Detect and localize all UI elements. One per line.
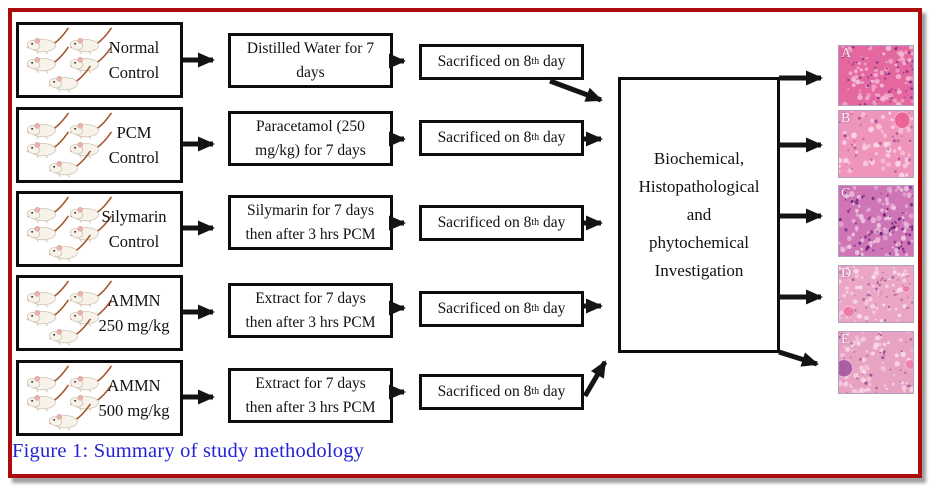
group-box-ammn-250: AMMN 250 mg/kg xyxy=(16,275,183,351)
histology-image-b: B xyxy=(838,110,914,178)
group-label-line: AMMN xyxy=(107,376,161,395)
treatment-text-line: Extract for 7 days xyxy=(255,374,366,392)
treatment-text-line: then after 3 hrs PCM xyxy=(245,398,376,416)
group-label-line: Normal xyxy=(108,38,160,57)
tissue-micrograph xyxy=(839,186,913,256)
investigation-line: Histopathological xyxy=(638,177,760,196)
treatment-box-5: Extract for 7 days then after 3 hrs PCM xyxy=(228,368,393,423)
group-label: PCM Control xyxy=(91,120,177,170)
group-label-line: 500 mg/kg xyxy=(98,401,170,420)
sacrificed-text: Sacrificed on 8 xyxy=(437,53,532,70)
figure-caption: Figure 1: Summary of study methodology xyxy=(12,440,365,462)
sacrificed-text: Sacrificed on 8 xyxy=(437,214,532,231)
investigation-box: Biochemical, Histopathological and phyto… xyxy=(618,77,780,353)
tissue-micrograph xyxy=(839,332,913,393)
micrograph-letter: D xyxy=(841,266,852,281)
group-label-line: Control xyxy=(108,63,160,82)
mouse-icon xyxy=(47,403,91,431)
group-label-line: PCM xyxy=(116,123,152,142)
mouse-icon xyxy=(47,150,91,178)
sacrificed-text: day xyxy=(539,129,566,146)
group-box-ammn-500: AMMN 500 mg/kg xyxy=(16,360,183,436)
group-label-line: AMMN xyxy=(107,291,161,310)
sacrificed-text: Sacrificed on 8 xyxy=(437,383,532,400)
treatment-text-line: then after 3 hrs PCM xyxy=(245,313,376,331)
micrograph-letter: A xyxy=(841,46,852,61)
mouse-icon xyxy=(47,234,91,262)
group-label: AMMN 250 mg/kg xyxy=(91,288,177,338)
treatment-box-1: Distilled Water for 7 days xyxy=(228,33,393,88)
histology-image-c: C xyxy=(838,185,914,257)
treatment-text-line: Silymarin for 7 days xyxy=(247,201,374,219)
tissue-micrograph xyxy=(839,111,913,177)
treatment-text-line: Paracetamol (250 xyxy=(256,117,365,135)
mouse-icon xyxy=(47,65,91,93)
sacrificed-text: day xyxy=(539,383,566,400)
investigation-line: Investigation xyxy=(654,261,744,280)
group-label: AMMN 500 mg/kg xyxy=(91,373,177,423)
investigation-line: phytochemical xyxy=(648,233,750,252)
group-box-pcm-control: PCM Control xyxy=(16,107,183,183)
tissue-micrograph xyxy=(839,46,913,105)
group-label-line: Silymarin xyxy=(101,207,167,226)
sacrificed-text: Sacrificed on 8 xyxy=(437,300,532,317)
tissue-micrograph xyxy=(839,266,913,322)
treatment-text-line: Distilled Water for 7 xyxy=(246,39,375,57)
group-label: Silymarin Control xyxy=(91,204,177,254)
treatment-box-4: Extract for 7 days then after 3 hrs PCM xyxy=(228,283,393,338)
figure-border-frame xyxy=(8,8,922,478)
histology-image-a: A xyxy=(838,45,914,106)
histology-image-e: E xyxy=(838,331,914,394)
investigation-line: Biochemical, xyxy=(653,149,745,168)
group-label-line: 250 mg/kg xyxy=(98,316,170,335)
investigation-line: and xyxy=(686,205,712,224)
micrograph-letter: C xyxy=(841,186,851,201)
sacrificed-text: day xyxy=(539,300,566,317)
treatment-text-line: Extract for 7 days xyxy=(255,289,366,307)
sacrificed-text: Sacrificed on 8 xyxy=(437,129,532,146)
group-box-silymarin-control: Silymarin Control xyxy=(16,191,183,267)
treatment-text-line: days xyxy=(296,63,325,81)
micrograph-letter: E xyxy=(841,332,850,347)
group-box-normal-control: Normal Control xyxy=(16,22,183,98)
group-label-line: Control xyxy=(108,148,160,167)
treatment-box-3: Silymarin for 7 days then after 3 hrs PC… xyxy=(228,195,393,250)
group-label-line: Control xyxy=(108,232,160,251)
micrograph-letter: B xyxy=(841,111,851,126)
sacrificed-text: day xyxy=(539,214,566,231)
treatment-text-line: mg/kg) for 7 days xyxy=(255,141,366,159)
treatment-box-2: Paracetamol (250 mg/kg) for 7 days xyxy=(228,111,393,166)
histology-image-d: D xyxy=(838,265,914,323)
group-label: Normal Control xyxy=(91,35,177,85)
mouse-icon xyxy=(47,318,91,346)
treatment-text-line: then after 3 hrs PCM xyxy=(245,225,376,243)
sacrificed-text: day xyxy=(539,53,566,70)
